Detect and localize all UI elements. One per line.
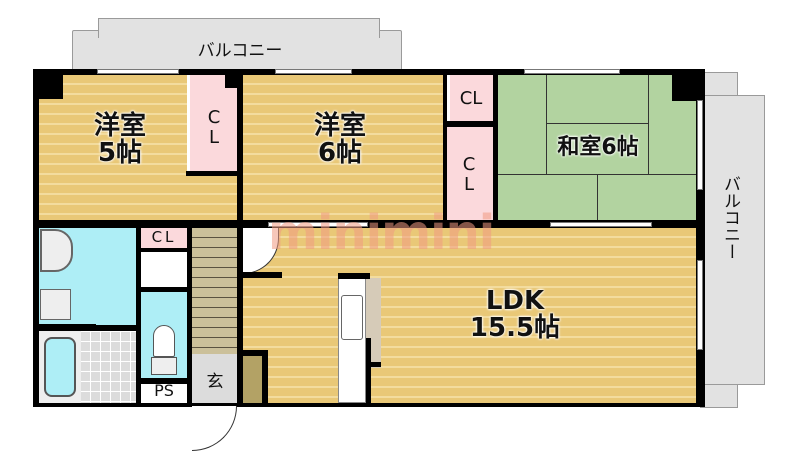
japanese-room-label: 和室6帖 bbox=[557, 135, 639, 160]
window bbox=[97, 69, 179, 74]
pillar bbox=[672, 69, 705, 101]
closet-1-label: CL bbox=[207, 107, 221, 148]
window bbox=[697, 260, 703, 350]
window bbox=[275, 69, 352, 74]
hallway bbox=[192, 228, 237, 354]
ps-space bbox=[141, 384, 187, 403]
top-balcony-label: バルコニー bbox=[197, 41, 283, 61]
closet-2-label: CL bbox=[459, 88, 483, 109]
genkan-label: 玄 bbox=[206, 372, 224, 392]
closet-4-label: CL bbox=[151, 228, 177, 246]
closet-4 bbox=[141, 228, 187, 248]
bathtub-icon bbox=[44, 337, 76, 397]
watermark: minimini bbox=[268, 205, 495, 261]
western-room-6-label: 洋室 6帖 bbox=[313, 111, 366, 169]
toilet-icon bbox=[153, 325, 175, 357]
window bbox=[524, 69, 620, 74]
window bbox=[550, 222, 652, 227]
closet-3 bbox=[447, 127, 493, 220]
pillar bbox=[33, 69, 63, 99]
right-balcony-label: バルコニー bbox=[720, 175, 740, 260]
shoe-cabinet bbox=[243, 356, 262, 403]
closet-2 bbox=[447, 75, 493, 123]
bath-tile-floor bbox=[80, 331, 136, 403]
western-room-6 bbox=[243, 75, 443, 220]
ldk-label: LDK 15.5帖 bbox=[469, 286, 561, 344]
washer-pan-icon bbox=[40, 289, 71, 320]
closet-1 bbox=[187, 75, 237, 173]
sink-icon bbox=[40, 229, 73, 272]
kitchen-counter bbox=[338, 278, 366, 403]
kitchen-sink-icon bbox=[341, 295, 363, 340]
western-room-5-label: 洋室 5帖 bbox=[93, 111, 146, 169]
genkan bbox=[192, 354, 237, 403]
ps-label: PS bbox=[154, 381, 174, 400]
window bbox=[268, 222, 368, 227]
closet-3-label: CL bbox=[462, 154, 476, 195]
entry-door-swing[interactable] bbox=[192, 406, 237, 451]
ldk bbox=[243, 228, 696, 403]
window bbox=[697, 100, 703, 190]
